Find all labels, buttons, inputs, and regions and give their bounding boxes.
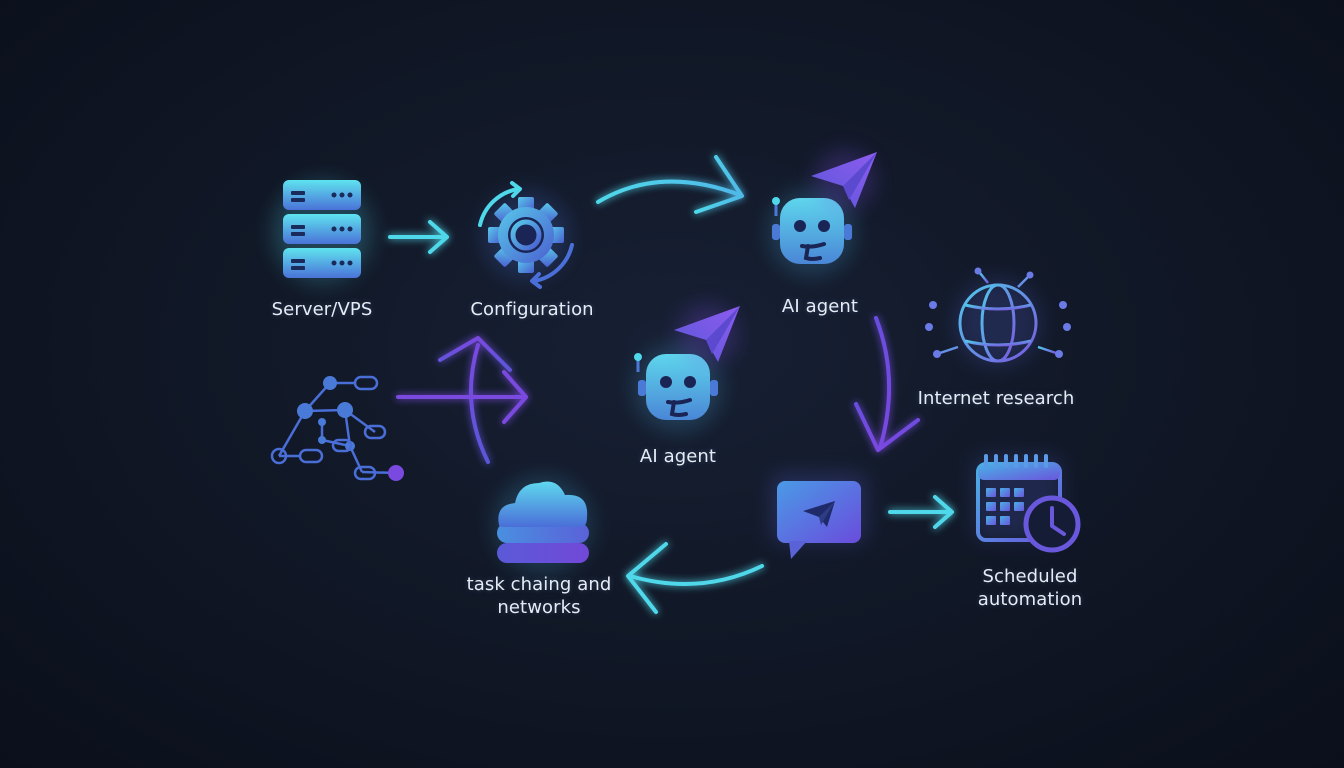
arrow-agent-down <box>854 316 920 452</box>
globe-icon <box>925 267 1071 367</box>
server-label: Server/VPS <box>271 299 373 320</box>
arrow-config-to-agent <box>596 155 744 214</box>
paper-plane-icon <box>674 304 740 364</box>
arrow-network-to-center <box>396 370 528 424</box>
configuration-label: Configuration <box>470 299 594 320</box>
server-stack-icon <box>272 180 372 284</box>
robot-icon <box>634 344 722 432</box>
task-chaining-label-line1: task chaing and <box>466 574 612 595</box>
cloud-layers-icon <box>493 475 593 575</box>
internet-research-label: Internet research <box>917 388 1075 409</box>
task-chaining-label: task chaing and networks <box>452 573 626 619</box>
telegram-message-icon <box>771 473 867 559</box>
scheduled-automation-label-line2: automation <box>977 589 1083 610</box>
arrow-telegram-to-tasks <box>626 542 764 614</box>
arrow-server-to-config <box>388 220 449 254</box>
network-graph-icon <box>270 375 404 481</box>
task-chaining-label-line2: networks <box>497 597 581 618</box>
arrow-tasks-up <box>438 336 512 464</box>
scheduled-automation-label: Scheduled automation <box>962 565 1098 611</box>
gear-icon <box>478 181 574 289</box>
arrow-telegram-to-schedule <box>888 495 954 529</box>
scheduled-automation-label-line1: Scheduled <box>982 566 1078 587</box>
ai-agent-top-label: AI agent <box>781 296 859 317</box>
calendar-clock-icon <box>974 454 1081 553</box>
ai-agent-center-label: AI agent <box>639 446 717 467</box>
robot-icon <box>768 188 856 276</box>
paper-plane-icon <box>811 150 877 210</box>
